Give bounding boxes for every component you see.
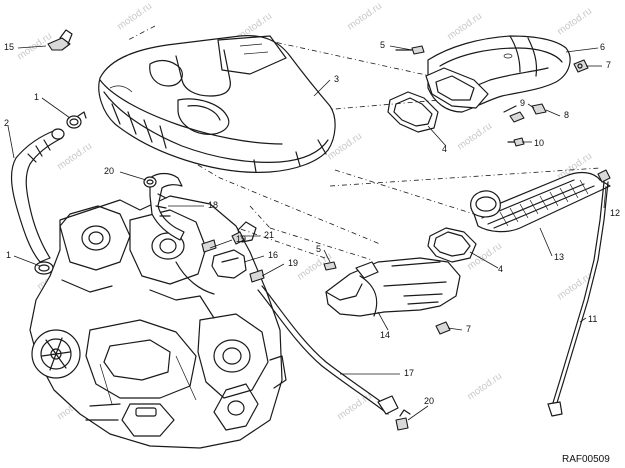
clamp-20-upper: [143, 176, 157, 188]
watermark-text: motod.ru: [345, 1, 384, 33]
callout-5: 5: [380, 40, 385, 50]
callout-17: 17: [404, 368, 414, 378]
clip-15: [47, 29, 73, 51]
watermark-text: motod.ru: [455, 121, 494, 153]
callout-1: 1: [6, 250, 11, 260]
callout-7: 7: [466, 324, 471, 334]
callout-15: 15: [4, 42, 14, 52]
callout-4: 4: [498, 264, 503, 274]
callout-19: 19: [236, 234, 246, 244]
watermark-text: motod.ru: [445, 11, 484, 43]
leader-lines: [7, 45, 607, 421]
drain-tube-11: [547, 169, 611, 417]
hose-clamp-upper: [66, 111, 87, 129]
airbox-housing: [98, 35, 336, 173]
callout-21: 21: [264, 230, 274, 240]
callout-19: 19: [288, 258, 298, 268]
callout-1: 1: [34, 92, 39, 102]
callout-20: 20: [424, 396, 434, 406]
callout-labels: 15 1 2 1 3 5 6 7 8 9 10 4 12 13 4 11 5 1…: [4, 40, 620, 406]
nut-7-upper: [573, 59, 589, 73]
fasteners-8-9-10: [503, 103, 547, 147]
intake-duct-upper: [425, 35, 571, 113]
callout-5: 5: [316, 244, 321, 254]
callout-7: 7: [606, 60, 611, 70]
callout-2: 2: [4, 118, 9, 128]
watermark-text: motod.ru: [335, 391, 374, 423]
callout-10: 10: [534, 138, 544, 148]
callout-6: 6: [600, 42, 605, 52]
callout-12: 12: [610, 208, 620, 218]
callout-18: 18: [208, 200, 218, 210]
breather-hose-2: [10, 128, 65, 263]
callout-13: 13: [554, 252, 564, 262]
screw-5-lower: [323, 261, 337, 271]
seal-4-lower: [427, 227, 477, 263]
callout-4: 4: [442, 144, 447, 154]
watermark-text: motod.ru: [55, 141, 94, 173]
callout-3: 3: [334, 74, 339, 84]
air-filter-13: [470, 171, 611, 233]
watermark-text: motod.ru: [555, 6, 594, 38]
clamp-20-lower: [395, 409, 411, 431]
callout-16: 16: [268, 250, 278, 260]
sensor-cluster: [201, 231, 265, 283]
breather-pipe-18: [149, 172, 185, 241]
callout-9: 9: [520, 98, 525, 108]
nut-7-lower: [435, 321, 451, 335]
intake-duct-lower: [325, 257, 461, 317]
watermark-text: motod.ru: [465, 371, 504, 403]
reference-code: RAF00509: [562, 454, 610, 465]
callout-14: 14: [380, 330, 390, 340]
screw-5-upper: [395, 45, 425, 55]
callout-8: 8: [564, 110, 569, 120]
drain-hose-17: [257, 285, 399, 415]
callout-20: 20: [104, 166, 114, 176]
watermark-text: motod.ru: [115, 1, 154, 33]
callout-11: 11: [588, 314, 597, 324]
seal-4-upper: [387, 91, 439, 133]
hose-clamp-lower: [34, 261, 54, 275]
